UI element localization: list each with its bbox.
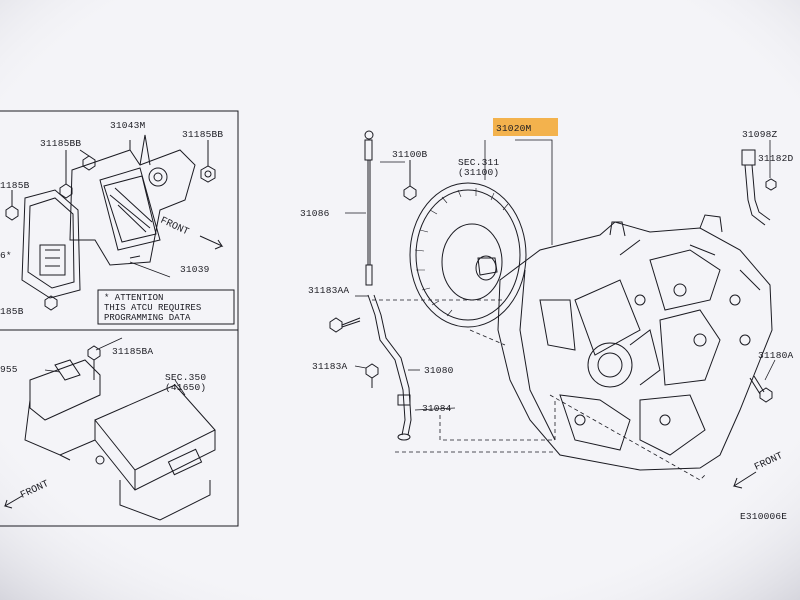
label-31080: 31080 bbox=[424, 365, 454, 376]
torque-converter bbox=[409, 182, 527, 328]
label-31100: (31100) bbox=[458, 167, 499, 178]
label-31182d: 31182D bbox=[758, 153, 794, 164]
bolt-31185bb-top bbox=[79, 149, 96, 171]
atcu-module bbox=[21, 189, 81, 299]
label-955: 955 bbox=[0, 364, 18, 375]
label-31043m: 31043M bbox=[110, 120, 146, 131]
label-41650: (41650) bbox=[165, 382, 206, 393]
label-31183aa: 31183AA bbox=[308, 285, 349, 296]
attention-box bbox=[97, 289, 235, 325]
label-31185ba: 31185BA bbox=[112, 346, 153, 357]
ecm-frame bbox=[0, 329, 239, 527]
label-31084: 31084 bbox=[422, 403, 452, 414]
label-1185b: 1185B bbox=[0, 180, 30, 191]
attention-line-2: PROGRAMMING DATA bbox=[104, 313, 191, 323]
figure-code: E310006E bbox=[740, 511, 787, 522]
breather-hose bbox=[741, 149, 777, 226]
label-31039: 31039 bbox=[180, 264, 210, 275]
bolt-31180a bbox=[749, 375, 773, 403]
label-31185bb-a: 31185BB bbox=[40, 138, 81, 149]
label-31098z: 31098Z bbox=[742, 129, 778, 140]
bolt-185b bbox=[44, 295, 58, 311]
dipstick bbox=[364, 130, 374, 286]
attention-line-1: THIS ATCU REQUIRES bbox=[104, 303, 201, 313]
bolt-31185bb-left bbox=[59, 150, 73, 199]
label-31100b: 31100B bbox=[392, 149, 428, 160]
label-side-mark: 6* bbox=[0, 250, 12, 261]
highlighted-part-marker bbox=[493, 118, 558, 136]
label-sec-311: SEC.311 bbox=[458, 157, 499, 168]
dipstick-tube bbox=[367, 294, 412, 441]
leader-lines bbox=[44, 139, 776, 411]
bolt-31183aa bbox=[329, 317, 361, 333]
atcu-bracket bbox=[69, 134, 196, 266]
label-185b: 185B bbox=[0, 306, 24, 317]
label-31180a: 31180A bbox=[758, 350, 794, 361]
transmission-case bbox=[497, 214, 773, 471]
bolt-31100b bbox=[403, 160, 417, 201]
nut-31185bb-right bbox=[200, 140, 216, 183]
ecm-module bbox=[59, 384, 216, 521]
label-31020m: 31020M bbox=[496, 123, 532, 134]
label-31185bb-b: 31185BB bbox=[182, 129, 223, 140]
label-31183a: 31183A bbox=[312, 361, 348, 372]
bolt-31183a bbox=[365, 363, 379, 388]
attention-title: * ATTENTION bbox=[104, 293, 163, 303]
label-sec-350: SEC.350 bbox=[165, 372, 206, 383]
bolt-1185b bbox=[5, 190, 19, 221]
label-31086: 31086 bbox=[300, 208, 330, 219]
